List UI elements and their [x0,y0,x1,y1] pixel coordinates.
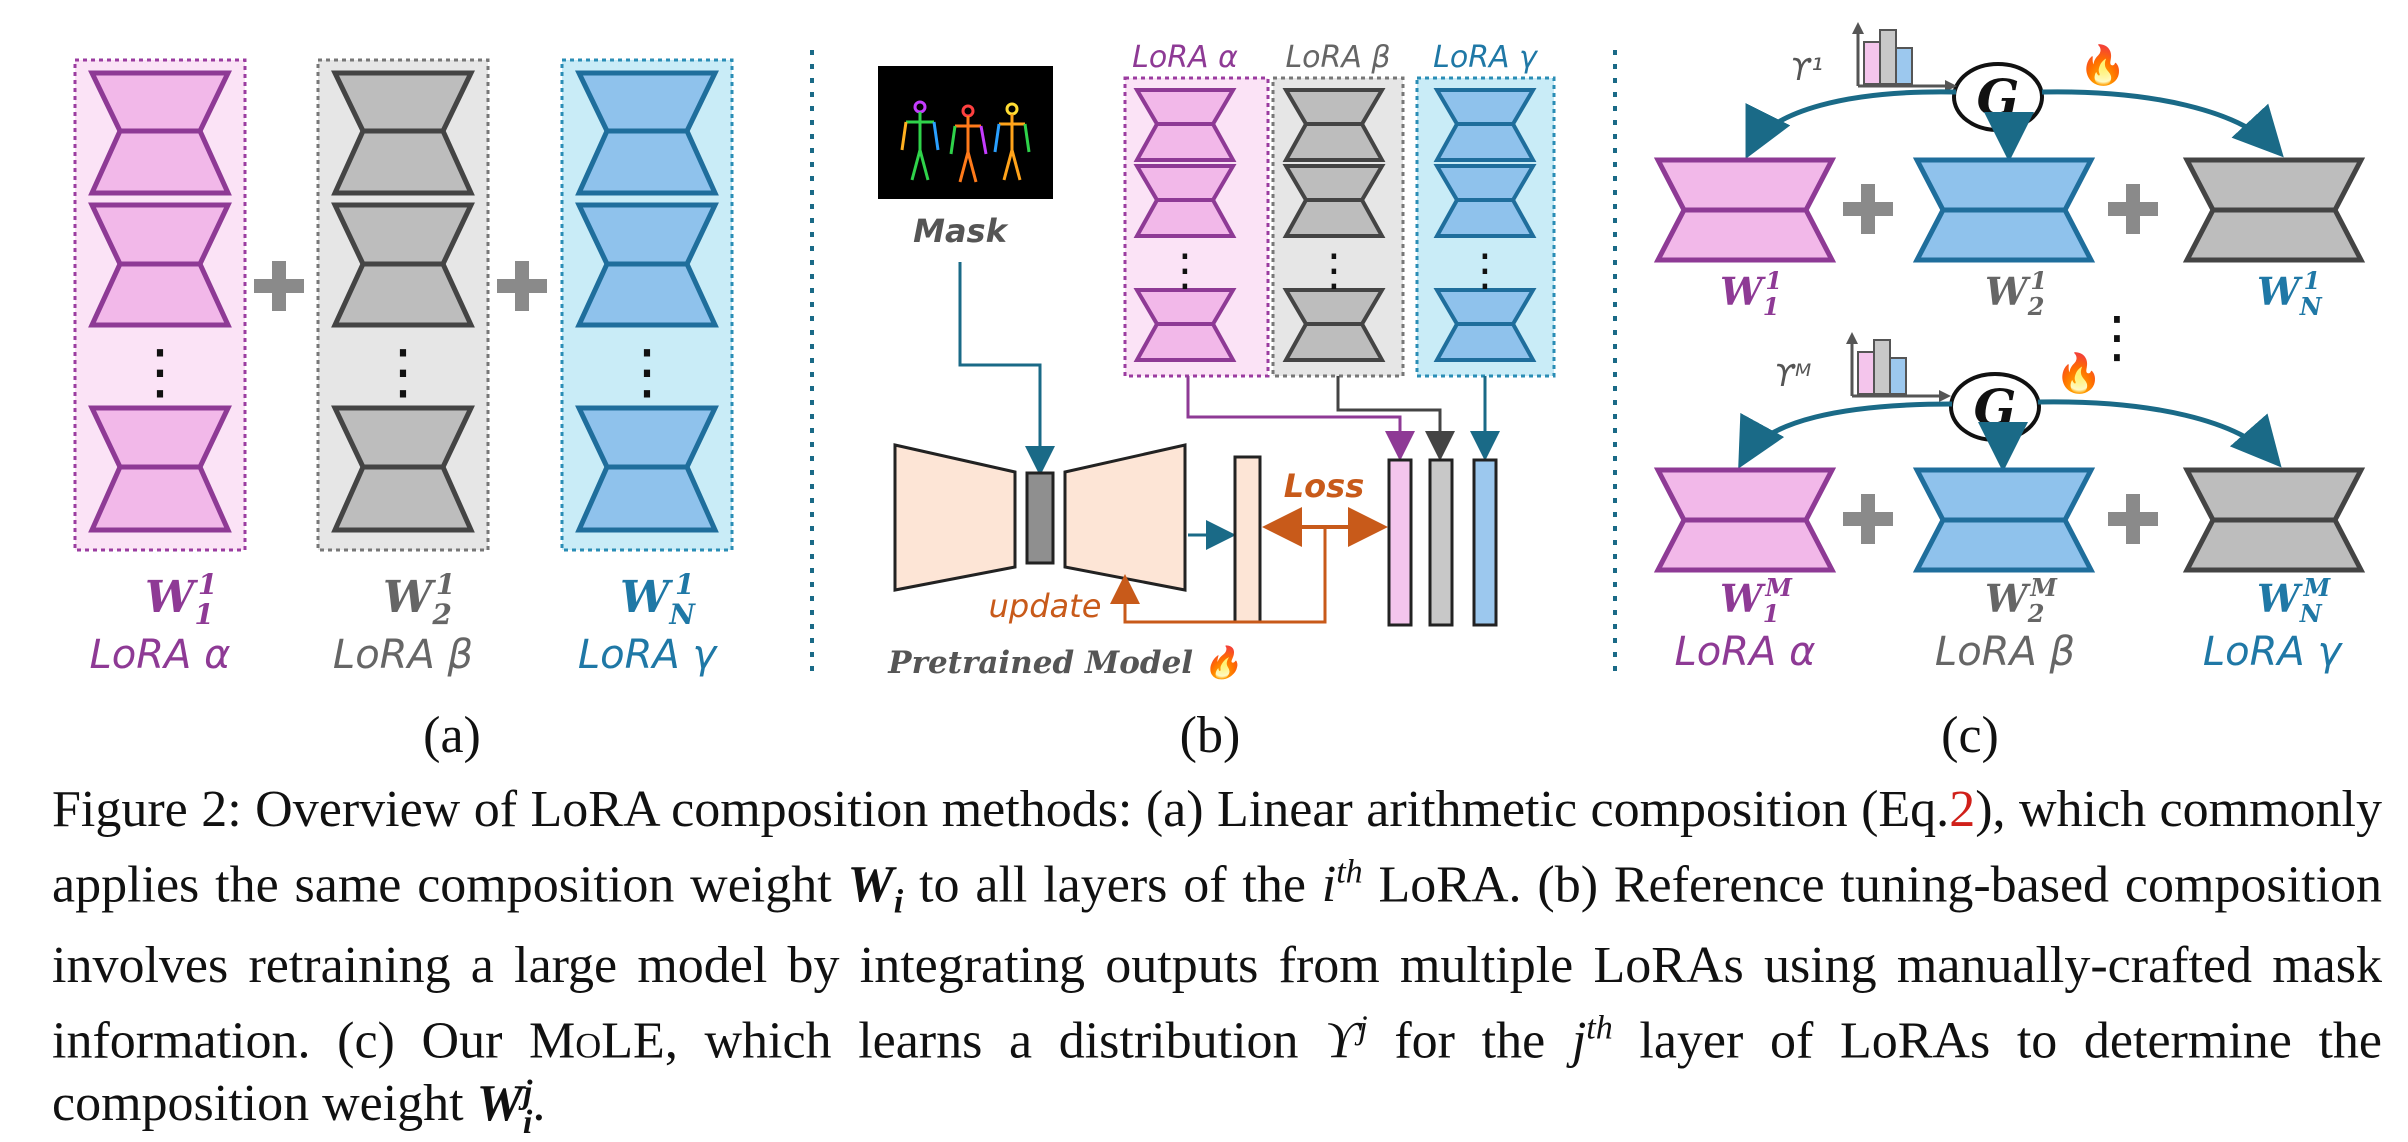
b-ellipsis-alpha: ⋮ [1163,245,1207,296]
figure-caption: Figure 2: Overview of LoRA composition m… [52,781,2382,1142]
alpha-output-bar [1387,458,1413,627]
plus-icon [1843,184,2158,234]
bottleneck-shape [1025,471,1055,565]
c-bottom-beta-layer [1912,467,2096,573]
distribution-histogram-bottom [1846,332,1951,402]
lora-gamma-label: LoRA γ [578,632,719,678]
fire-icon: 🔥 [2055,351,2102,395]
skeleton-icon [900,100,1031,183]
ith-symbol: ith [1321,854,1363,914]
weight-w1-label: W11 [145,568,217,631]
beta-output-arrow [1336,376,1455,461]
ellipsis-alpha: ⋮ [130,337,190,407]
lora-beta-layers [331,70,475,533]
lora-alpha-label: LoRA α [90,632,231,678]
loss-label: Loss [1284,467,1364,505]
b-lora-alpha-layers [1133,88,1237,362]
c-top-gamma-layer [2182,157,2366,263]
alpha-output-arrow [1186,376,1415,461]
gate-top-arrow-left [1745,89,1957,159]
b-ellipsis-gamma: ⋮ [1463,245,1507,296]
equation-reference-link[interactable]: 2 [1949,781,1976,838]
c-bottom-w2-label: W2M [1985,573,2058,628]
encoder-shape [893,443,1017,592]
lora-alpha-layers [88,70,232,533]
lora-beta-label: LoRA β [333,632,473,678]
panel-a: ⋮ ⋮ ⋮ W11 W21 WN1 LoRA α LoRA β LoRA γ (… [73,58,734,764]
c-lora-alpha-label: LoRA α [1675,629,1816,675]
weight-symbol: Wi [847,856,904,921]
lora-gamma-layers [575,70,719,533]
gate-bottom-arrow-left [1738,401,1953,469]
weight-w2-label: W21 [383,568,455,631]
mask-arrow [958,262,1055,476]
b-lora-gamma-title: LoRA γ [1433,40,1539,75]
c-top-beta-layer [1912,157,2096,263]
distribution-histogram-top [1852,22,1957,92]
c-bottom-wn-label: WNM [2257,573,2332,628]
update-label: update [989,587,1102,625]
plus-icon [254,261,547,311]
c-bottom-alpha-layer [1653,467,1837,573]
weight-wn-label: WN1 [620,568,696,631]
gamma-output-bar [1472,458,1498,627]
plus-icon [1843,494,2158,544]
b-lora-beta-layers [1282,88,1386,362]
c-bottom-gamma-layer [2182,467,2366,573]
panel-a-label: (a) [423,707,481,764]
b-lora-gamma-layers [1433,88,1537,362]
gate-bottom-label: G [1974,378,2017,437]
c-ellipsis: ⋮ [2089,305,2145,370]
update-arrow [1110,527,1327,624]
panel-b-label: (b) [1180,707,1241,764]
figure-diagram: ⋮ ⋮ ⋮ W11 W21 WN1 LoRA α LoRA β LoRA γ (… [73,22,2366,764]
fire-icon: 🔥 [1203,644,1243,681]
c-lora-beta-label: LoRA β [1935,629,2075,675]
c-bottom-w1-label: W1M [1720,573,1793,628]
gate-bottom-arrow-right [2037,399,2282,468]
c-top-wn-label: WN1 [2257,266,2323,321]
panel-c-label: (c) [1941,707,1999,764]
upsilon-bottom-label: ϒᴹ [1774,359,1811,394]
mask-image [878,66,1053,199]
upsilon-top-label: ϒ¹ [1790,53,1823,88]
upsilon-symbol: ϒj [1325,1009,1368,1070]
ellipsis-gamma: ⋮ [617,337,677,407]
jth-symbol: jth [1571,1009,1613,1070]
mask-label: Mask [913,212,1008,250]
b-ellipsis-beta: ⋮ [1312,245,1356,296]
decoder-shape [1063,443,1187,592]
mole-name: MoLE [529,1012,665,1070]
c-top-w1-label: W11 [1720,266,1782,321]
b-lora-alpha-title: LoRA α [1132,40,1238,75]
fire-icon: 🔥 [2079,43,2126,87]
b-lora-beta-title: LoRA β [1285,40,1390,75]
c-top-alpha-layer [1653,157,1837,263]
panel-c: G 🔥 ϒ¹ W11 W21 WN1 ⋮ [1653,22,2366,764]
model-output-bar [1233,455,1262,624]
c-lora-gamma-label: LoRA γ [2203,629,2344,675]
gate-top-label: G [1977,68,2020,127]
panel-b: Mask LoRA α LoRA β LoRA γ ⋮ ⋮ ⋮ [878,40,1556,764]
c-top-w2-label: W21 [1985,266,2047,321]
gate-top-arrow-right [2041,89,2284,158]
ellipsis-beta: ⋮ [373,337,433,407]
beta-output-bar [1428,458,1454,627]
pretrained-model-label: Pretrained Model🔥 [887,644,1243,681]
